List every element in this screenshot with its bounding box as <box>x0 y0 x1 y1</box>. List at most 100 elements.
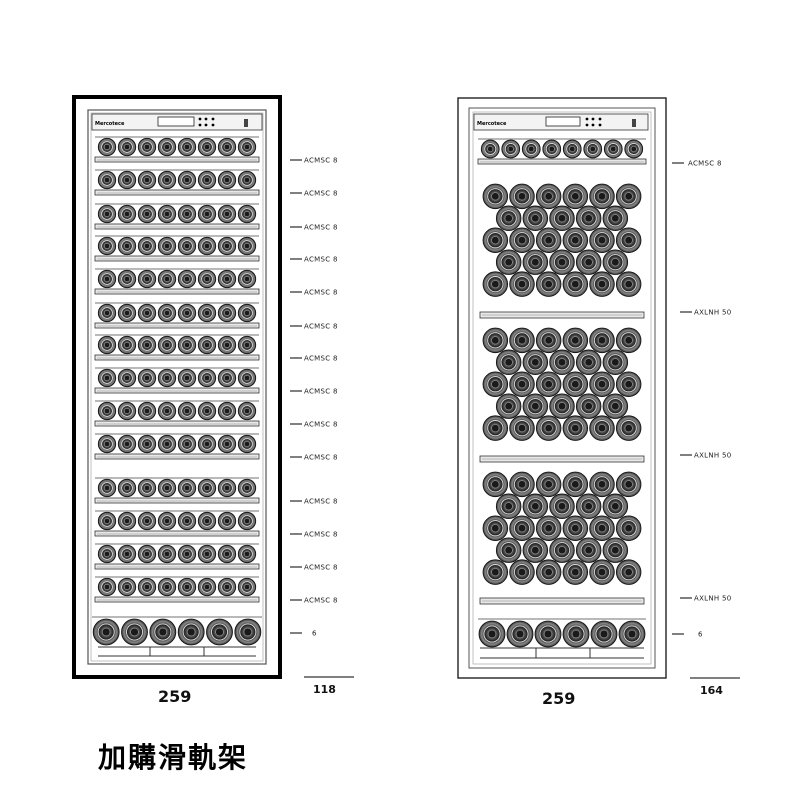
bottle <box>237 137 257 157</box>
bottle <box>562 271 589 297</box>
cabinet-right-inner-frame-2 <box>472 111 652 665</box>
sliding-shelf <box>94 543 260 570</box>
shelf-label: ACMSC 8 <box>290 190 337 198</box>
bottle <box>197 204 217 224</box>
bottle <box>509 227 535 253</box>
bottle <box>562 227 589 253</box>
bottle <box>237 577 257 597</box>
bottle <box>237 368 257 388</box>
bottle <box>575 493 602 520</box>
shelf-label-text: 6 <box>312 630 317 638</box>
bottle <box>217 434 237 454</box>
cabinet-left-base <box>98 646 256 657</box>
bottle <box>562 139 582 159</box>
shelf-label-text: AXLNH 50 <box>694 452 732 460</box>
bottle <box>137 236 157 256</box>
cabinet-right-base <box>480 647 644 659</box>
bottle <box>535 471 562 498</box>
bottle <box>177 236 197 256</box>
bottle <box>197 577 217 597</box>
bottle <box>177 618 205 646</box>
bottle <box>197 478 217 498</box>
bottle <box>157 434 177 454</box>
bottle <box>197 236 217 256</box>
bottle <box>562 620 590 648</box>
bottle <box>237 434 257 454</box>
bottle <box>177 368 197 388</box>
bottom-bottle-row <box>478 618 646 648</box>
bottle <box>217 478 237 498</box>
shelf-label-text: ACMSC 8 <box>304 157 338 165</box>
bottle <box>217 401 237 421</box>
shelf-label-text: ACMSC 8 <box>688 160 722 168</box>
bottle <box>157 511 177 531</box>
bottle <box>482 227 509 253</box>
bottle <box>509 471 535 498</box>
bottle <box>478 620 506 648</box>
bottle <box>482 515 509 541</box>
bottle <box>97 544 117 564</box>
bottle <box>137 335 157 355</box>
bottle <box>509 327 535 354</box>
bottle <box>535 559 562 585</box>
bottle <box>615 227 642 253</box>
cabinet-left-outer-frame <box>72 95 282 679</box>
bottle <box>177 478 197 498</box>
bottle <box>583 139 603 159</box>
bottle <box>562 415 589 441</box>
shelf-label: ACMSC 8 <box>290 421 337 429</box>
bottle <box>217 511 237 531</box>
bottle <box>482 183 509 210</box>
bottle <box>602 249 629 275</box>
bottle <box>97 204 117 224</box>
sliding-shelf <box>94 400 260 427</box>
shelf-label-text: ACMSC 8 <box>304 355 338 363</box>
cabinet-left-width-label: 259 <box>158 687 191 706</box>
bottle <box>602 537 629 563</box>
bottle <box>177 434 197 454</box>
bottle <box>97 401 117 421</box>
shelf-label-text: 6 <box>698 631 703 639</box>
cabinet-right-shelf-labels: ACMSC 8 AXLNH 50 AXLNH 50 AXLNH 50 6 <box>672 160 732 639</box>
bottle <box>117 368 137 388</box>
bottle <box>509 183 535 210</box>
shelf-label: ACMSC 8 <box>290 597 337 605</box>
bottle <box>549 393 575 419</box>
bottle <box>237 401 257 421</box>
bottle <box>117 544 137 564</box>
shelf-label: AXLNH 50 <box>680 309 732 317</box>
cabinet-right-control-panel: Mercotece <box>473 113 649 131</box>
bottle <box>495 537 522 563</box>
bottle <box>137 204 157 224</box>
shelf-label-text: AXLNH 50 <box>694 309 732 317</box>
bottle <box>549 537 575 563</box>
bottle <box>522 493 549 520</box>
bottle <box>97 335 117 355</box>
cabinet-left-inner-frame <box>87 109 267 665</box>
bottle <box>534 620 562 648</box>
sliding-shelf <box>94 367 260 394</box>
shelf-label: ACMSC 8 <box>290 256 337 264</box>
bottle <box>562 327 589 354</box>
bottle <box>589 515 615 541</box>
bottle <box>217 303 237 323</box>
shelf-label: AXLNH 50 <box>680 595 731 603</box>
shelf-label-text: ACMSC 8 <box>304 531 338 539</box>
shelf-label: ACMSC 8 <box>290 564 337 572</box>
bottle <box>562 183 589 210</box>
bottle <box>197 544 217 564</box>
bottle <box>237 478 257 498</box>
bottle <box>575 249 602 275</box>
bottle <box>602 393 629 419</box>
bottle <box>157 401 177 421</box>
bottle <box>509 371 535 397</box>
bottle <box>495 249 522 275</box>
bottle <box>97 434 117 454</box>
bottle <box>575 349 602 376</box>
bottle <box>197 269 217 289</box>
bottle <box>177 577 197 597</box>
bottle <box>549 249 575 275</box>
bottle <box>522 393 549 419</box>
bottle <box>501 139 521 159</box>
bottle <box>495 493 522 520</box>
